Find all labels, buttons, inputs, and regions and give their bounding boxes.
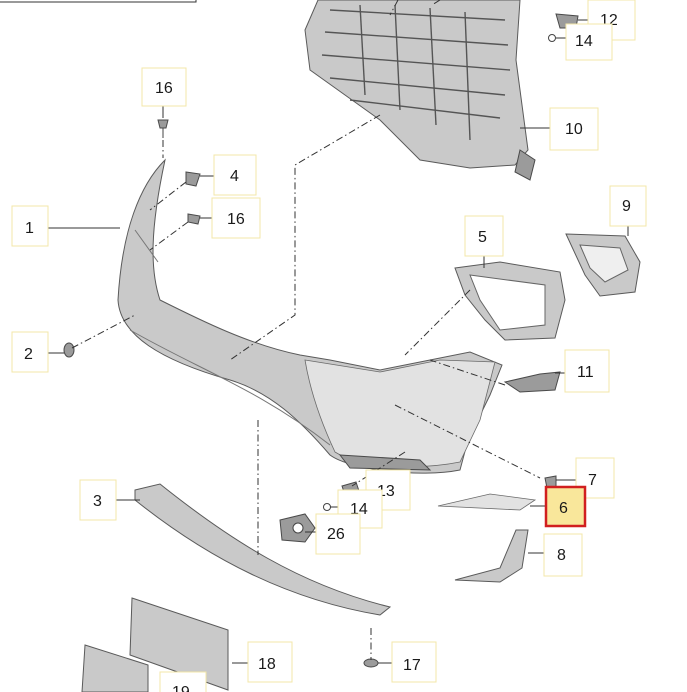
- callout-4-text: 4: [230, 168, 239, 185]
- assembly-lines: [71, 0, 541, 660]
- callout-4[interactable]: 4: [213, 154, 257, 196]
- callout-9-text: 9: [622, 198, 631, 215]
- callout-14-upper-text: 14: [575, 33, 593, 50]
- callout-7-text: 7: [588, 472, 597, 489]
- part-18-plate-bracket: [129, 597, 229, 691]
- frame-edge: [0, 0, 197, 3]
- part-9-side-trim: [565, 233, 641, 297]
- callout-17[interactable]: 17: [391, 641, 437, 683]
- callout-8-text: 8: [557, 547, 566, 564]
- callout-11[interactable]: 11: [564, 349, 610, 393]
- callout-26-text: 26: [327, 526, 345, 543]
- part-2-cap: [63, 342, 75, 358]
- callout-6-text: 6: [559, 500, 568, 517]
- part-1-bumper-cover: [117, 158, 503, 474]
- callout-9[interactable]: 9: [609, 185, 647, 227]
- leader-lines: [40, 19, 629, 664]
- callout-3[interactable]: 3: [79, 479, 117, 521]
- part-10-upper-grille: [304, 0, 536, 181]
- part-16-screw-side: [187, 213, 201, 225]
- callout-10[interactable]: 10: [549, 107, 599, 151]
- callout-16-top[interactable]: 16: [141, 67, 187, 107]
- callout-6[interactable]: 6: [544, 485, 587, 528]
- callout-16-side-text: 16: [227, 211, 245, 228]
- callout-18[interactable]: 18: [247, 641, 293, 683]
- part-5-bracket: [454, 261, 566, 341]
- callout-17-text: 17: [403, 657, 421, 674]
- part-3-lower-spoiler: [134, 483, 392, 616]
- callout-8[interactable]: 8: [543, 533, 583, 577]
- callout-1[interactable]: 1: [11, 205, 49, 247]
- part-6-trim-strip: [437, 493, 537, 511]
- callout-14-upper[interactable]: 14: [565, 23, 613, 61]
- callout-18-text: 18: [258, 656, 276, 673]
- callout-10-text: 10: [565, 121, 583, 138]
- callout-1-text: 1: [25, 220, 34, 237]
- part-14-washer-lower: [323, 503, 331, 511]
- part-4-clip: [185, 171, 201, 187]
- callout-2-text: 2: [24, 346, 33, 363]
- callout-3-text: 3: [93, 493, 102, 510]
- callout-16-side[interactable]: 16: [211, 197, 261, 239]
- part-14-washer-upper: [548, 34, 556, 42]
- part-8-side-deflector: [454, 529, 529, 583]
- callout-2[interactable]: 2: [11, 331, 49, 373]
- part-11-sensor-bracket: [503, 371, 561, 393]
- callout-19-text: 19: [172, 684, 190, 692]
- callout-5-text: 5: [478, 229, 487, 246]
- part-17-pin: [363, 658, 379, 668]
- callout-26[interactable]: 26: [315, 513, 361, 555]
- callout-11-text: 11: [577, 364, 594, 381]
- callout-16-top-text: 16: [155, 80, 173, 97]
- callout-7[interactable]: 7: [575, 457, 615, 499]
- callout-5[interactable]: 5: [464, 215, 504, 257]
- part-26-mount: [279, 513, 316, 543]
- callout-19[interactable]: 19: [159, 671, 207, 692]
- part-16-screw-top: [157, 119, 169, 138]
- part-19-plate-bracket: [81, 644, 149, 692]
